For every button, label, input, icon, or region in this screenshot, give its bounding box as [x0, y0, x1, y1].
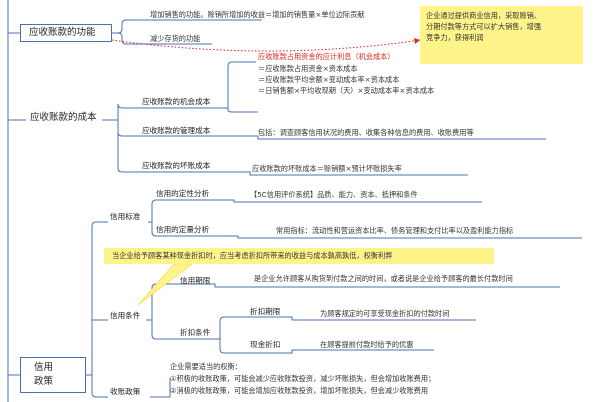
- discount-note: 当企业给予顾客某种现金折扣时，应当考虑折扣所带来的收益与成本孰高孰低，权衡利弊: [104, 248, 494, 264]
- opportunity-cost-line: ＝应收账款占用资金×资本成本: [258, 64, 358, 73]
- collection-policy-line: ①积极的收账政策，可能会减少应收账款投资，减少坏账损失，但会增加收账费用；: [170, 374, 436, 383]
- collection-policy-label[interactable]: 收账政策: [110, 387, 141, 396]
- credit-period-label[interactable]: 信用期限: [180, 276, 211, 285]
- cash-discount-text: 在顾客提前付款时给予的优惠: [320, 340, 414, 349]
- discount-terms-label[interactable]: 折扣条件: [180, 328, 211, 337]
- relation-link: [111, 39, 421, 52]
- credit-note-line: 企业通过提供商业信用，采取赊销、: [426, 11, 542, 20]
- bad-debt-cost-label[interactable]: 应收账款的坏账成本: [142, 161, 211, 170]
- quantitative-label[interactable]: 信用的定量分析: [156, 225, 210, 234]
- cost-title[interactable]: 应收账款的成本: [30, 112, 97, 123]
- qualitative-text: 【5C信用评价系统】品质、能力、资本、抵押和条件: [250, 190, 418, 199]
- discount-note-text: 当企业给予顾客某种现金折扣时，应当考虑折扣所带来的收益与成本孰高孰低，权衡利弊: [112, 251, 393, 260]
- discount-period-label[interactable]: 折扣期限: [250, 307, 281, 316]
- opportunity-cost-line: ＝应收账款平均余额×变动成本率×资本成本: [258, 75, 400, 84]
- note-pointer: [137, 263, 193, 306]
- credit-note-line: 竞争力，获得利润: [426, 33, 484, 42]
- functions-node[interactable]: 应收账款的功能: [20, 24, 112, 42]
- credit-policy-title: 信用: [34, 362, 54, 373]
- credit-note: 企业通过提供商业信用，采取赊销、 分期付款等方式可以扩大销售，增强 竞争力，获得…: [420, 6, 583, 64]
- cash-discount-label[interactable]: 现金折扣: [250, 340, 281, 349]
- credit-standard-label[interactable]: 信用标准: [110, 212, 141, 221]
- function-item-2: 减少存货的功能: [150, 34, 201, 43]
- management-cost-label[interactable]: 应收账款的管理成本: [142, 126, 211, 135]
- relation-arrow-icon: [414, 38, 420, 44]
- bad-debt-cost-text: 应收账款的坏账成本＝赊销额×预计坏账损失率: [252, 164, 402, 173]
- opportunity-cost-line: ＝日销售额×平均收现期（天）×变动成本率×资本成本: [258, 86, 435, 95]
- credit-terms-label[interactable]: 信用条件: [110, 311, 141, 320]
- credit-policy-title: 政策: [34, 376, 54, 387]
- discount-period-text: 为顾客规定的可享受现金折扣的付款时间: [320, 309, 450, 318]
- collection-policy-line: 企业需要适当的权衡：: [170, 362, 242, 371]
- connector-collection: [91, 375, 108, 398]
- credit-period-text: 是企业允许顾客从购货到付款之间的时间，或者说是企业给予顾客的最长付款时间: [254, 274, 513, 283]
- credit-policy-node[interactable]: 信用 政策: [20, 357, 86, 393]
- function-item-1: 增加销售的功能。赊销所增加的收益＝增加的销售量×单位边际贡献: [150, 10, 365, 19]
- functions-title: 应收账款的功能: [29, 27, 96, 38]
- quantitative-text: 常用指标：流动性和营运资本比率、债务管理和支付比率以及盈利能力指标: [276, 226, 514, 235]
- connector-function-2: [117, 32, 212, 45]
- qualitative-label[interactable]: 信用的定性分析: [156, 189, 210, 198]
- credit-note-line: 分期付款等方式可以扩大销售，增强: [426, 22, 542, 31]
- opportunity-cost-label[interactable]: 应收账款的机会成本: [142, 97, 211, 106]
- opportunity-cost-heading: 应收账款占用资金的应计利息（机会成本）: [258, 52, 395, 61]
- collection-policy-line: ②消极的收账政策，可能会增加应收账款投资，增加坏账损失，但会减少收账费用: [170, 386, 429, 395]
- connector-function-1: [112, 19, 262, 34]
- connector-credit-standard: [86, 221, 108, 376]
- management-cost-text: 包括：调查顾客信用状况的费用、收集各种信息的费用、收账费用等: [258, 128, 474, 137]
